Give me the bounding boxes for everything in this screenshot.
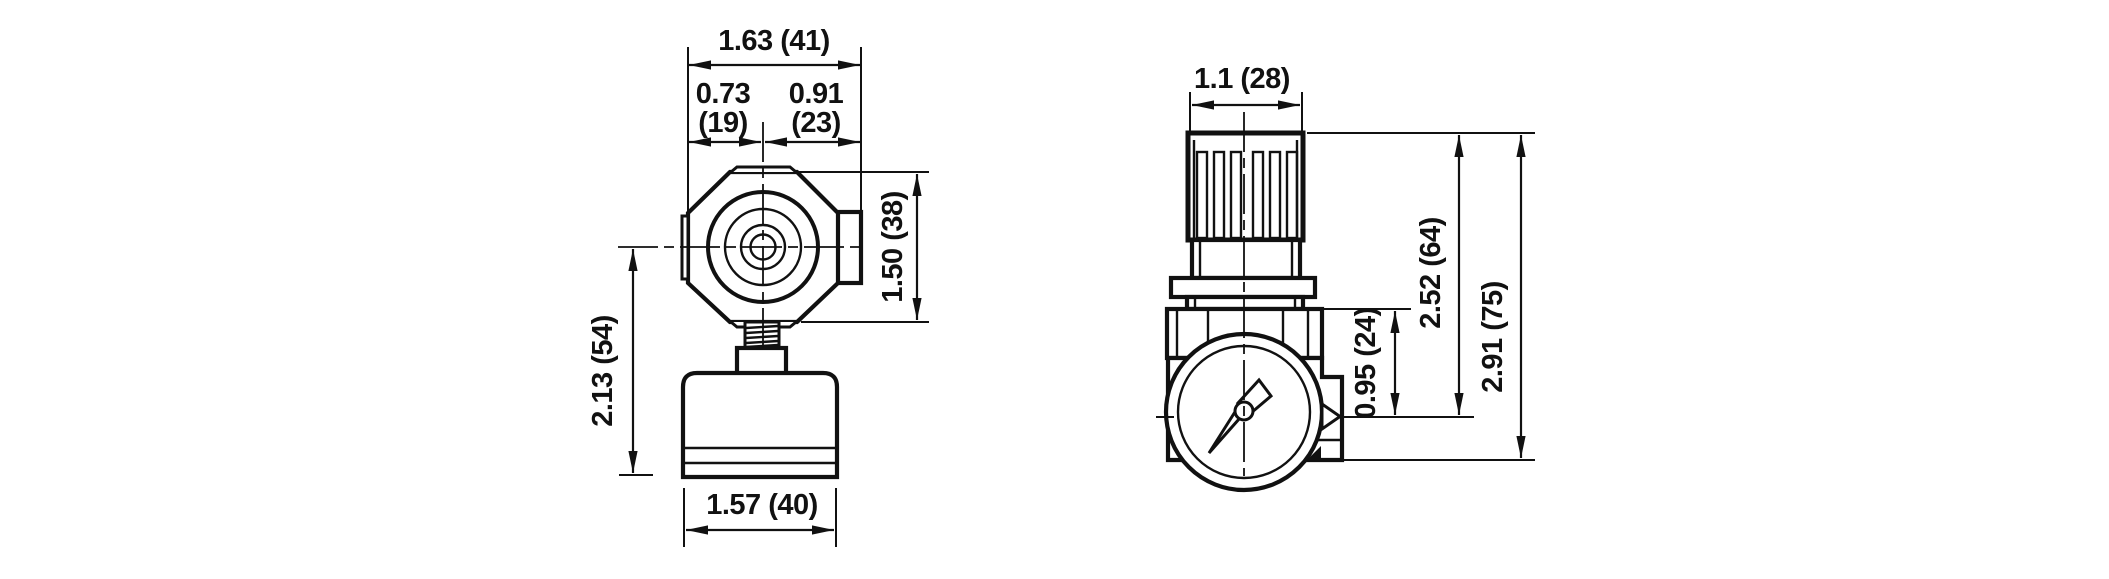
knob-circle [723, 207, 803, 287]
dim-overall-height: 2.91 (75) [1477, 135, 1526, 458]
thread-line [745, 334, 779, 340]
knob-circle [739, 223, 787, 271]
thread-line [745, 324, 779, 330]
top-view: 1.63 (41) 0.73 (19) 0.91 (23) 1.50 (38) … [587, 25, 929, 547]
knob-circle-inner [749, 233, 777, 261]
dim-label: 0.91 [789, 78, 844, 110]
dim-label: 1.1 (28) [1194, 63, 1290, 95]
dim-label: 2.52 (64) [1415, 217, 1447, 329]
dim-top-to-port: 2.52 (64) [1415, 135, 1464, 415]
dim-label: 2.13 (54) [587, 315, 619, 427]
dim-label: 1.57 (40) [706, 489, 818, 521]
dim-center-to-left: 0.73 (19) [689, 78, 761, 147]
dim-overall-width: 1.63 (41) [687, 25, 862, 212]
gauge-body-top-view [680, 370, 840, 480]
gauge-neck [734, 345, 789, 377]
dim-label: 0.95 (24) [1350, 307, 1382, 419]
dim-gauge-width: 1.57 (40) [683, 488, 837, 547]
gauge-needle [1207, 377, 1274, 454]
dim-label-metric: (19) [698, 107, 748, 139]
dim-body-top-to-port: 0.95 (24) [1350, 307, 1400, 419]
bonnet-collar [1168, 275, 1318, 300]
bonnet-neck-upper [1189, 237, 1303, 281]
dim-label: 0.73 [696, 78, 751, 110]
dim-label: 1.50 (38) [877, 191, 909, 303]
dim-label-metric: (23) [791, 107, 841, 139]
thread-line [745, 329, 779, 335]
adjustment-knob [1185, 130, 1306, 243]
dim-knob-width: 1.1 (28) [1189, 63, 1303, 131]
drain-wedge [1307, 446, 1321, 460]
thread-line [745, 339, 779, 345]
dim-center-to-gauge-bottom: 2.13 (54) [587, 249, 653, 476]
flow-direction-arrow [1320, 401, 1343, 432]
dim-body-depth: 1.50 (38) [799, 171, 929, 323]
dim-center-to-right: 0.91 (23) [765, 78, 860, 147]
knob-circles [706, 190, 820, 304]
front-view: 1.1 (28) 0.95 (24) 2.52 (64) 2.91 (75) [1156, 63, 1535, 493]
dim-label: 1.63 (41) [718, 25, 830, 57]
dim-label: 2.91 (75) [1477, 281, 1509, 393]
knob-circle-outer [706, 190, 820, 304]
